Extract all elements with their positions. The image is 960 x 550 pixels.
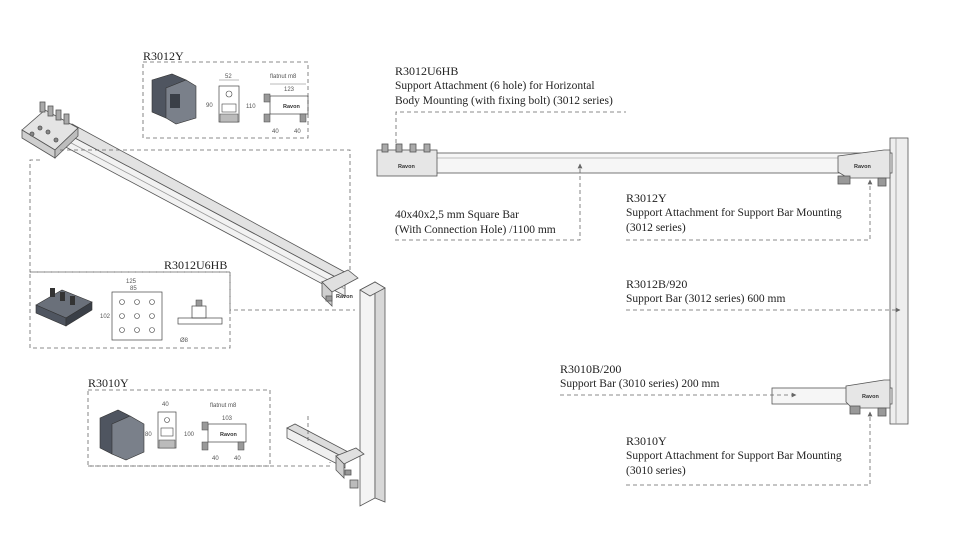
label-r3010y: R3010Y Support Attachment for Support Ba… bbox=[626, 434, 842, 479]
label-r3012u6hb-line-2: Body Mounting (with fixing bolt) (3012 s… bbox=[395, 95, 613, 107]
r3012y-box-code: R3012Y bbox=[143, 49, 184, 63]
r3012y-dim-height: 90 bbox=[206, 103, 213, 109]
label-r3012y-line-1: Support Attachment for Support Bar Mount… bbox=[626, 207, 842, 219]
label-r3012u6hb-code: R3012U6HB bbox=[395, 64, 459, 78]
r3010y-dim-length: 103 bbox=[222, 416, 233, 422]
bar-bracket-3010y bbox=[335, 447, 365, 489]
r3012u6hb-detail-box: 125 85 102 Ø8 bbox=[29, 271, 231, 349]
r3012y-brand-text: Ravon bbox=[283, 104, 300, 110]
right-upper-bracket-brand: Ravon bbox=[854, 164, 871, 170]
r3012y-dim-spacing-right: 40 bbox=[294, 129, 301, 135]
r3010y-box-code: R3010Y bbox=[88, 376, 129, 390]
r3012y-flatnut-label: flatnut m8 bbox=[270, 74, 297, 80]
right-lower-bracket-brand: Ravon bbox=[862, 394, 879, 400]
r3010y-detail-box: 40 80 flatnut m8 103 Ravon 100 40 40 bbox=[87, 389, 271, 467]
r3012y-dim-spacing-left: 40 bbox=[272, 129, 279, 135]
label-r3012b920-code: R3012B/920 bbox=[626, 277, 688, 291]
label-r3012u6hb: R3012U6HB Support Attachment (6 hole) fo… bbox=[395, 64, 613, 109]
right-horizontal-bracket: Ravon bbox=[376, 143, 438, 177]
right-horizontal-bracket-brand: Ravon bbox=[398, 164, 415, 170]
label-r3012y-code: R3012Y bbox=[626, 191, 667, 205]
r3012y-detail-box: 52 90 flatnut m8 123 Ravon 110 40 40 bbox=[142, 61, 309, 139]
r3012u6hb-dim-side: 102 bbox=[100, 314, 111, 320]
right-callout-lines bbox=[395, 111, 901, 486]
r3012u6hb-box-code: R3012U6HB bbox=[164, 258, 228, 272]
bar-bracket-3012y: Ravon bbox=[321, 269, 359, 307]
left-assembly: Ravon bbox=[21, 101, 386, 507]
r3012y-dim-length: 123 bbox=[284, 87, 295, 93]
top-left-horizontal-bracket bbox=[21, 101, 79, 159]
label-square-bar-line-2: (With Connection Hole) /1100 mm bbox=[395, 224, 556, 236]
r3010y-dim-spacing-right: 40 bbox=[234, 456, 241, 462]
r3012u6hb-dim-top-a: 125 bbox=[126, 279, 137, 285]
label-r3012b920: R3012B/920 Support Bar (3012 series) 600… bbox=[626, 277, 785, 307]
r3010y-dim-spacing-left: 40 bbox=[212, 456, 219, 462]
r3010y-brand-text: Ravon bbox=[220, 432, 237, 438]
vertical-mounting-plate bbox=[889, 137, 909, 425]
r3010y-dim-side-height: 100 bbox=[184, 432, 195, 438]
r3012u6hb-dim-dia: Ø8 bbox=[180, 338, 189, 344]
vertical-support-bar bbox=[359, 281, 386, 507]
right-lower-bracket-3010y: Ravon bbox=[845, 379, 891, 417]
label-r3012y: R3012Y Support Attachment for Support Ba… bbox=[626, 191, 842, 236]
label-square-bar: 40x40x2,5 mm Square Bar (With Connection… bbox=[395, 208, 556, 238]
bracket-brand-text-upper: Ravon bbox=[336, 294, 353, 300]
r3012u6hb-dim-top-b: 85 bbox=[130, 286, 137, 292]
r3010y-dim-height: 80 bbox=[145, 432, 152, 438]
label-square-bar-line-1: 40x40x2,5 mm Square Bar bbox=[395, 209, 519, 221]
label-r3012y-line-2: (3012 series) bbox=[626, 222, 686, 234]
r3012y-dim-side-height: 110 bbox=[246, 104, 256, 110]
horizontal-square-bar bbox=[379, 152, 893, 174]
label-r3010b200-code: R3010B/200 bbox=[560, 362, 622, 376]
label-r3010b200-line-1: Support Bar (3010 series) 200 mm bbox=[560, 378, 720, 390]
r3010y-flatnut-label: flatnut m8 bbox=[210, 403, 237, 409]
r3012y-dim-width: 52 bbox=[225, 74, 232, 80]
label-r3012u6hb-line-1: Support Attachment (6 hole) for Horizont… bbox=[395, 80, 595, 92]
r3010y-dim-width: 40 bbox=[162, 402, 169, 408]
label-r3012b920-line-1: Support Bar (3012 series) 600 mm bbox=[626, 293, 786, 305]
right-assembly: Ravon Ravon Ravon bbox=[376, 137, 909, 425]
label-r3010y-code: R3010Y bbox=[626, 434, 667, 448]
right-upper-bracket-3012y: Ravon bbox=[837, 149, 891, 187]
label-r3010y-line-2: (3010 series) bbox=[626, 465, 686, 477]
lower-short-bar bbox=[286, 423, 353, 469]
label-r3010y-line-1: Support Attachment for Support Bar Mount… bbox=[626, 450, 842, 462]
label-r3010b200: R3010B/200 Support Bar (3010 series) 200… bbox=[560, 362, 719, 392]
